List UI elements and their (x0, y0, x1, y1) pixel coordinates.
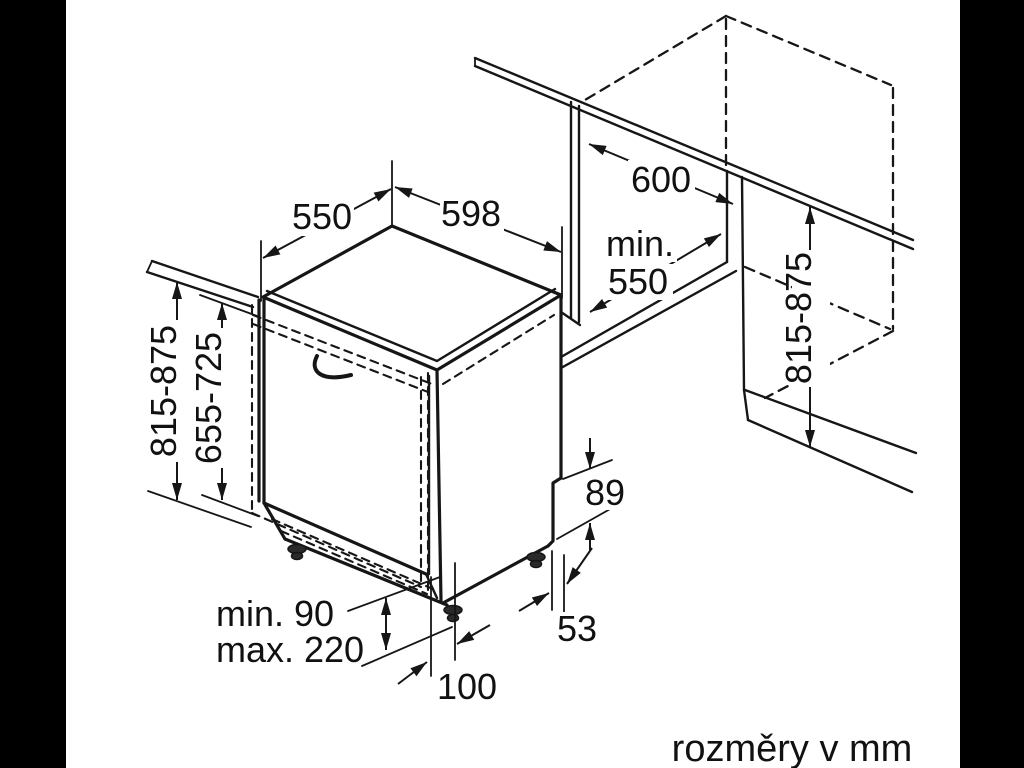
extension-lines (147, 160, 613, 677)
dim-label-plinth-min: min. 90 (216, 593, 334, 634)
adjustable-feet (287, 543, 546, 623)
dimension-rear-foot-setback-a (566, 547, 593, 585)
dimension-labels: 550 598 600 min. 550 815-875 655-725 815… (143, 159, 819, 707)
countertop-left (145, 259, 260, 309)
dim-label-niche-height: 815-875 (778, 252, 819, 384)
dim-label-top-width: 598 (441, 193, 501, 234)
label-masks (157, 160, 830, 704)
dimension-rear-foot-setback-b (518, 592, 550, 612)
letterbox-right (960, 0, 1024, 768)
dim-label-door-height: 655-725 (188, 332, 229, 464)
dishwasher-body (250, 224, 563, 623)
unit-note: rozměry v mm (672, 728, 913, 768)
dim-label-front-foot-setback: 100 (437, 666, 497, 707)
door-handle (312, 354, 353, 380)
dim-label-niche-depth-prefix: min. (606, 223, 674, 264)
letterbox-left (0, 0, 66, 768)
dim-label-rear-foot-setback: 53 (557, 608, 597, 649)
dim-label-niche-depth-value: 550 (608, 261, 668, 302)
furniture-door-dashed (250, 303, 556, 596)
dim-label-rear-foot-height: 89 (585, 472, 625, 513)
dim-label-overall-height: 815-875 (143, 325, 184, 457)
dim-label-top-depth: 550 (292, 196, 352, 237)
dim-label-plinth-max: max. 220 (216, 629, 364, 670)
dim-label-niche-width: 600 (631, 159, 691, 200)
dimension-front-foot-setback-b (456, 624, 491, 645)
dimension-front-foot-setback-a (397, 661, 428, 685)
